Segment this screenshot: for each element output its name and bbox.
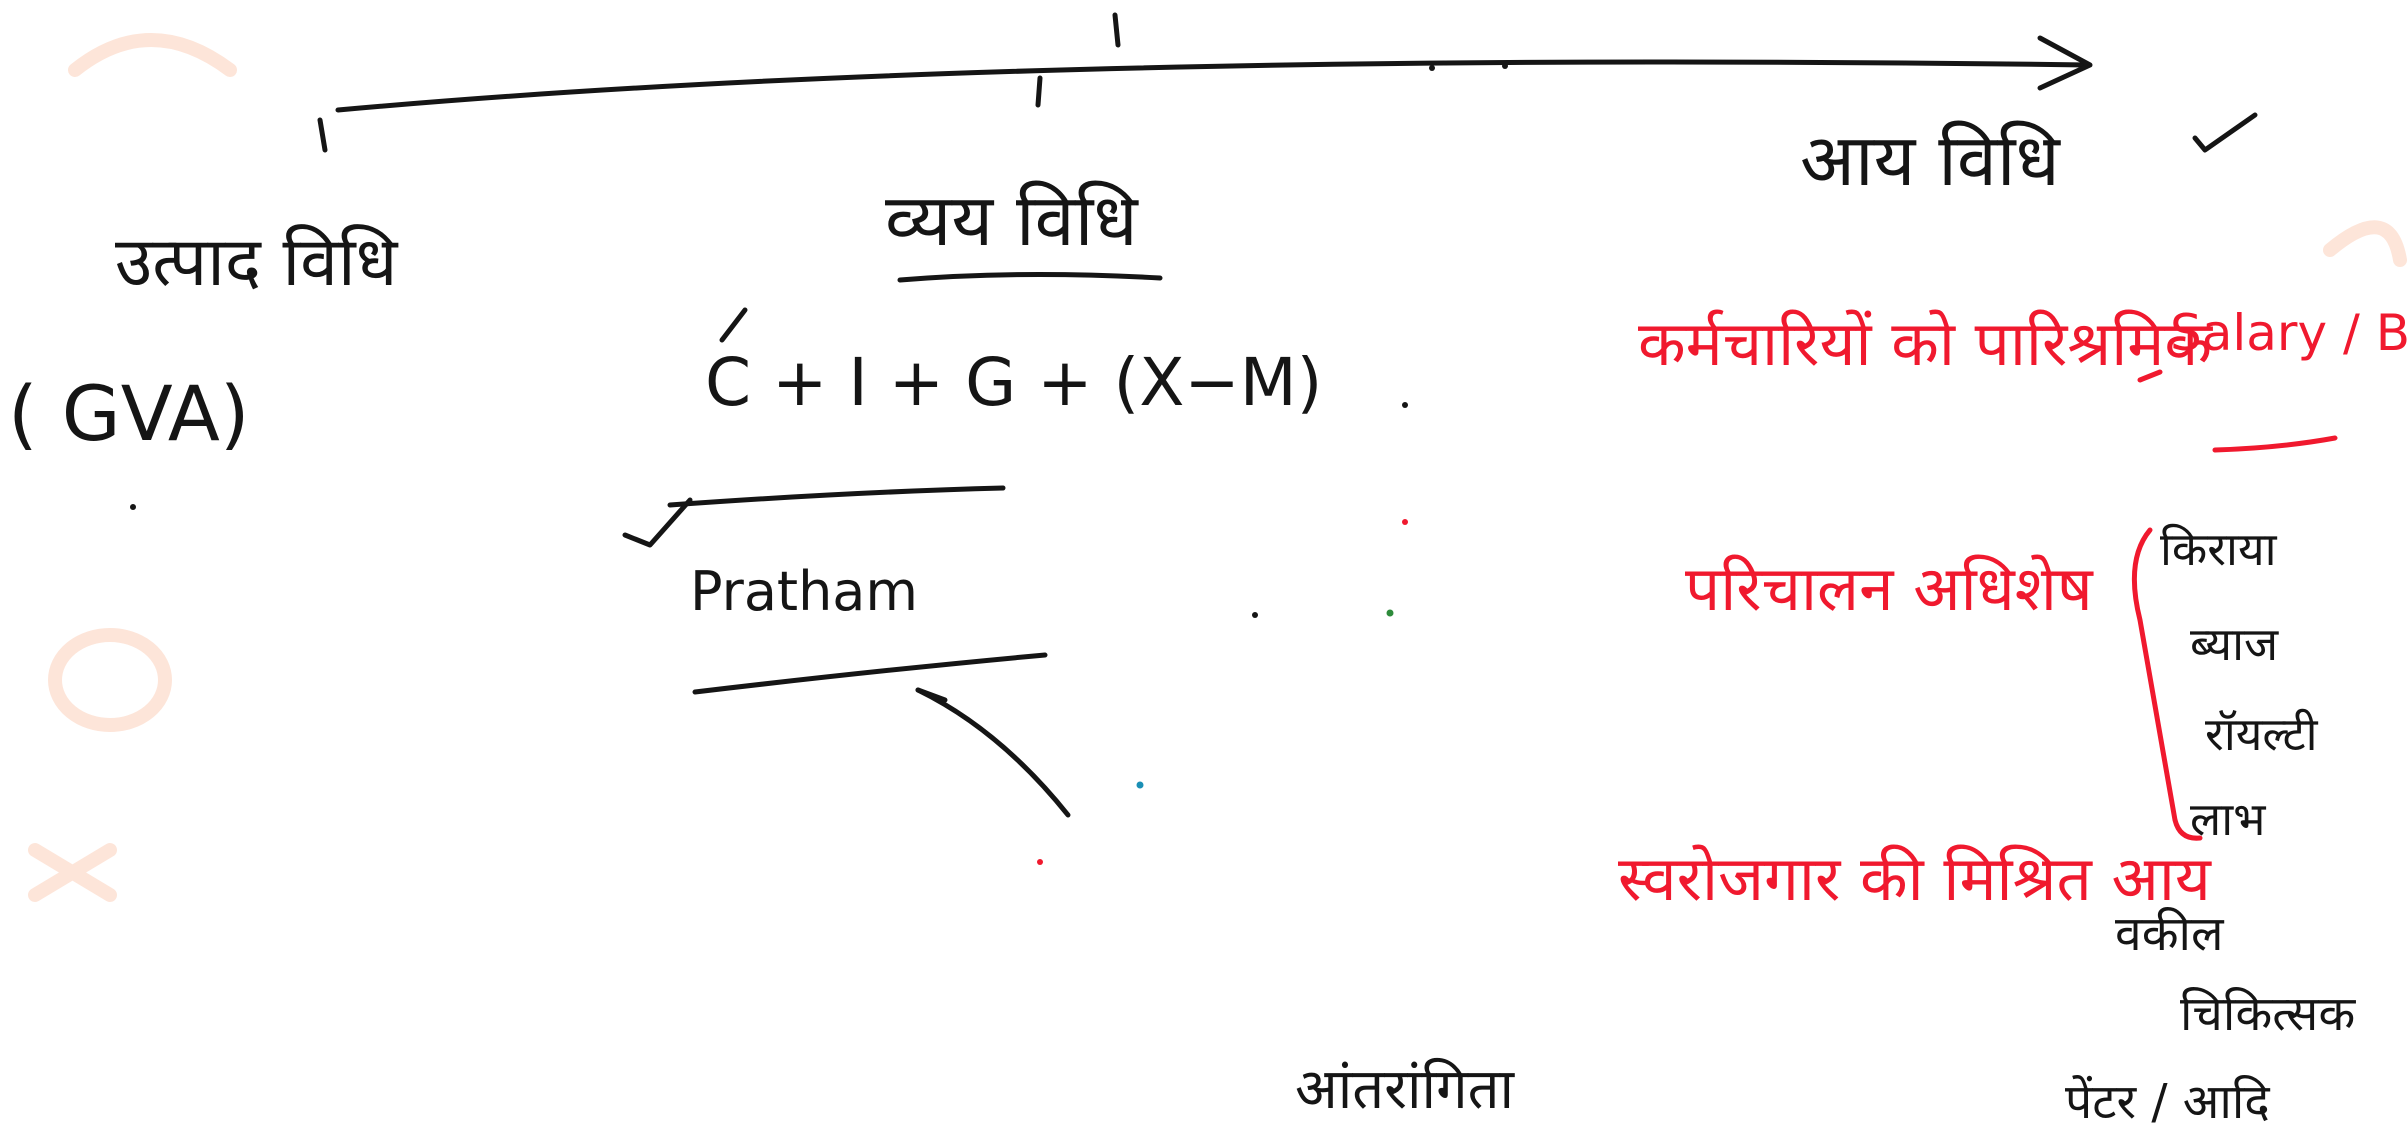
right-column: आय विधि कर्मचारियों को पारिश्रमिक परिचाल… — [1618, 112, 2407, 1130]
checkmark-icon — [622, 497, 693, 548]
checkmark-icon — [2192, 112, 2258, 153]
operating-surplus-part-2: ब्याज — [2190, 617, 2279, 671]
right-note: Salary / Bonus — [2170, 304, 2407, 362]
middle-note: Pratham — [690, 560, 918, 623]
left-note: ( GVA) — [8, 369, 249, 458]
mixed-income-part-1: वकील — [2115, 906, 2225, 962]
left-column: उत्पाद विधि ( GVA) — [8, 223, 399, 510]
mixed-income-part-2: चिकित्सक — [2180, 986, 2356, 1042]
operating-surplus-part-1: किराया — [2160, 522, 2278, 576]
middle-heading: व्यय विधि — [885, 178, 1139, 262]
timeline-arrow — [317, 12, 2093, 153]
operating-surplus-part-3: रॉयल्टी — [2205, 707, 2319, 761]
checkmark-icon — [719, 307, 748, 343]
middle-column: व्यय विधि C + I + G + (X−M) Pratham — [622, 178, 1408, 865]
right-heading: आय विधि — [1800, 118, 2062, 202]
right-item-2: परिचालन अधिशेष — [1685, 552, 2094, 625]
formula: C + I + G + (X−M) — [705, 344, 1322, 421]
right-item-1: कर्मचारियों को पारिश्रमिक — [1638, 307, 2213, 380]
left-heading: उत्पाद विधि — [115, 223, 399, 302]
operating-surplus-part-4: लाभ — [2190, 792, 2266, 846]
watermark-decoration — [28, 33, 2407, 902]
mixed-income-part-3: पेंटर / आदि — [2065, 1074, 2270, 1130]
bottom-note: आंतरांगिता — [1295, 1057, 1516, 1122]
right-item-3: स्वरोजगार की मिश्रित आय — [1618, 842, 2212, 915]
